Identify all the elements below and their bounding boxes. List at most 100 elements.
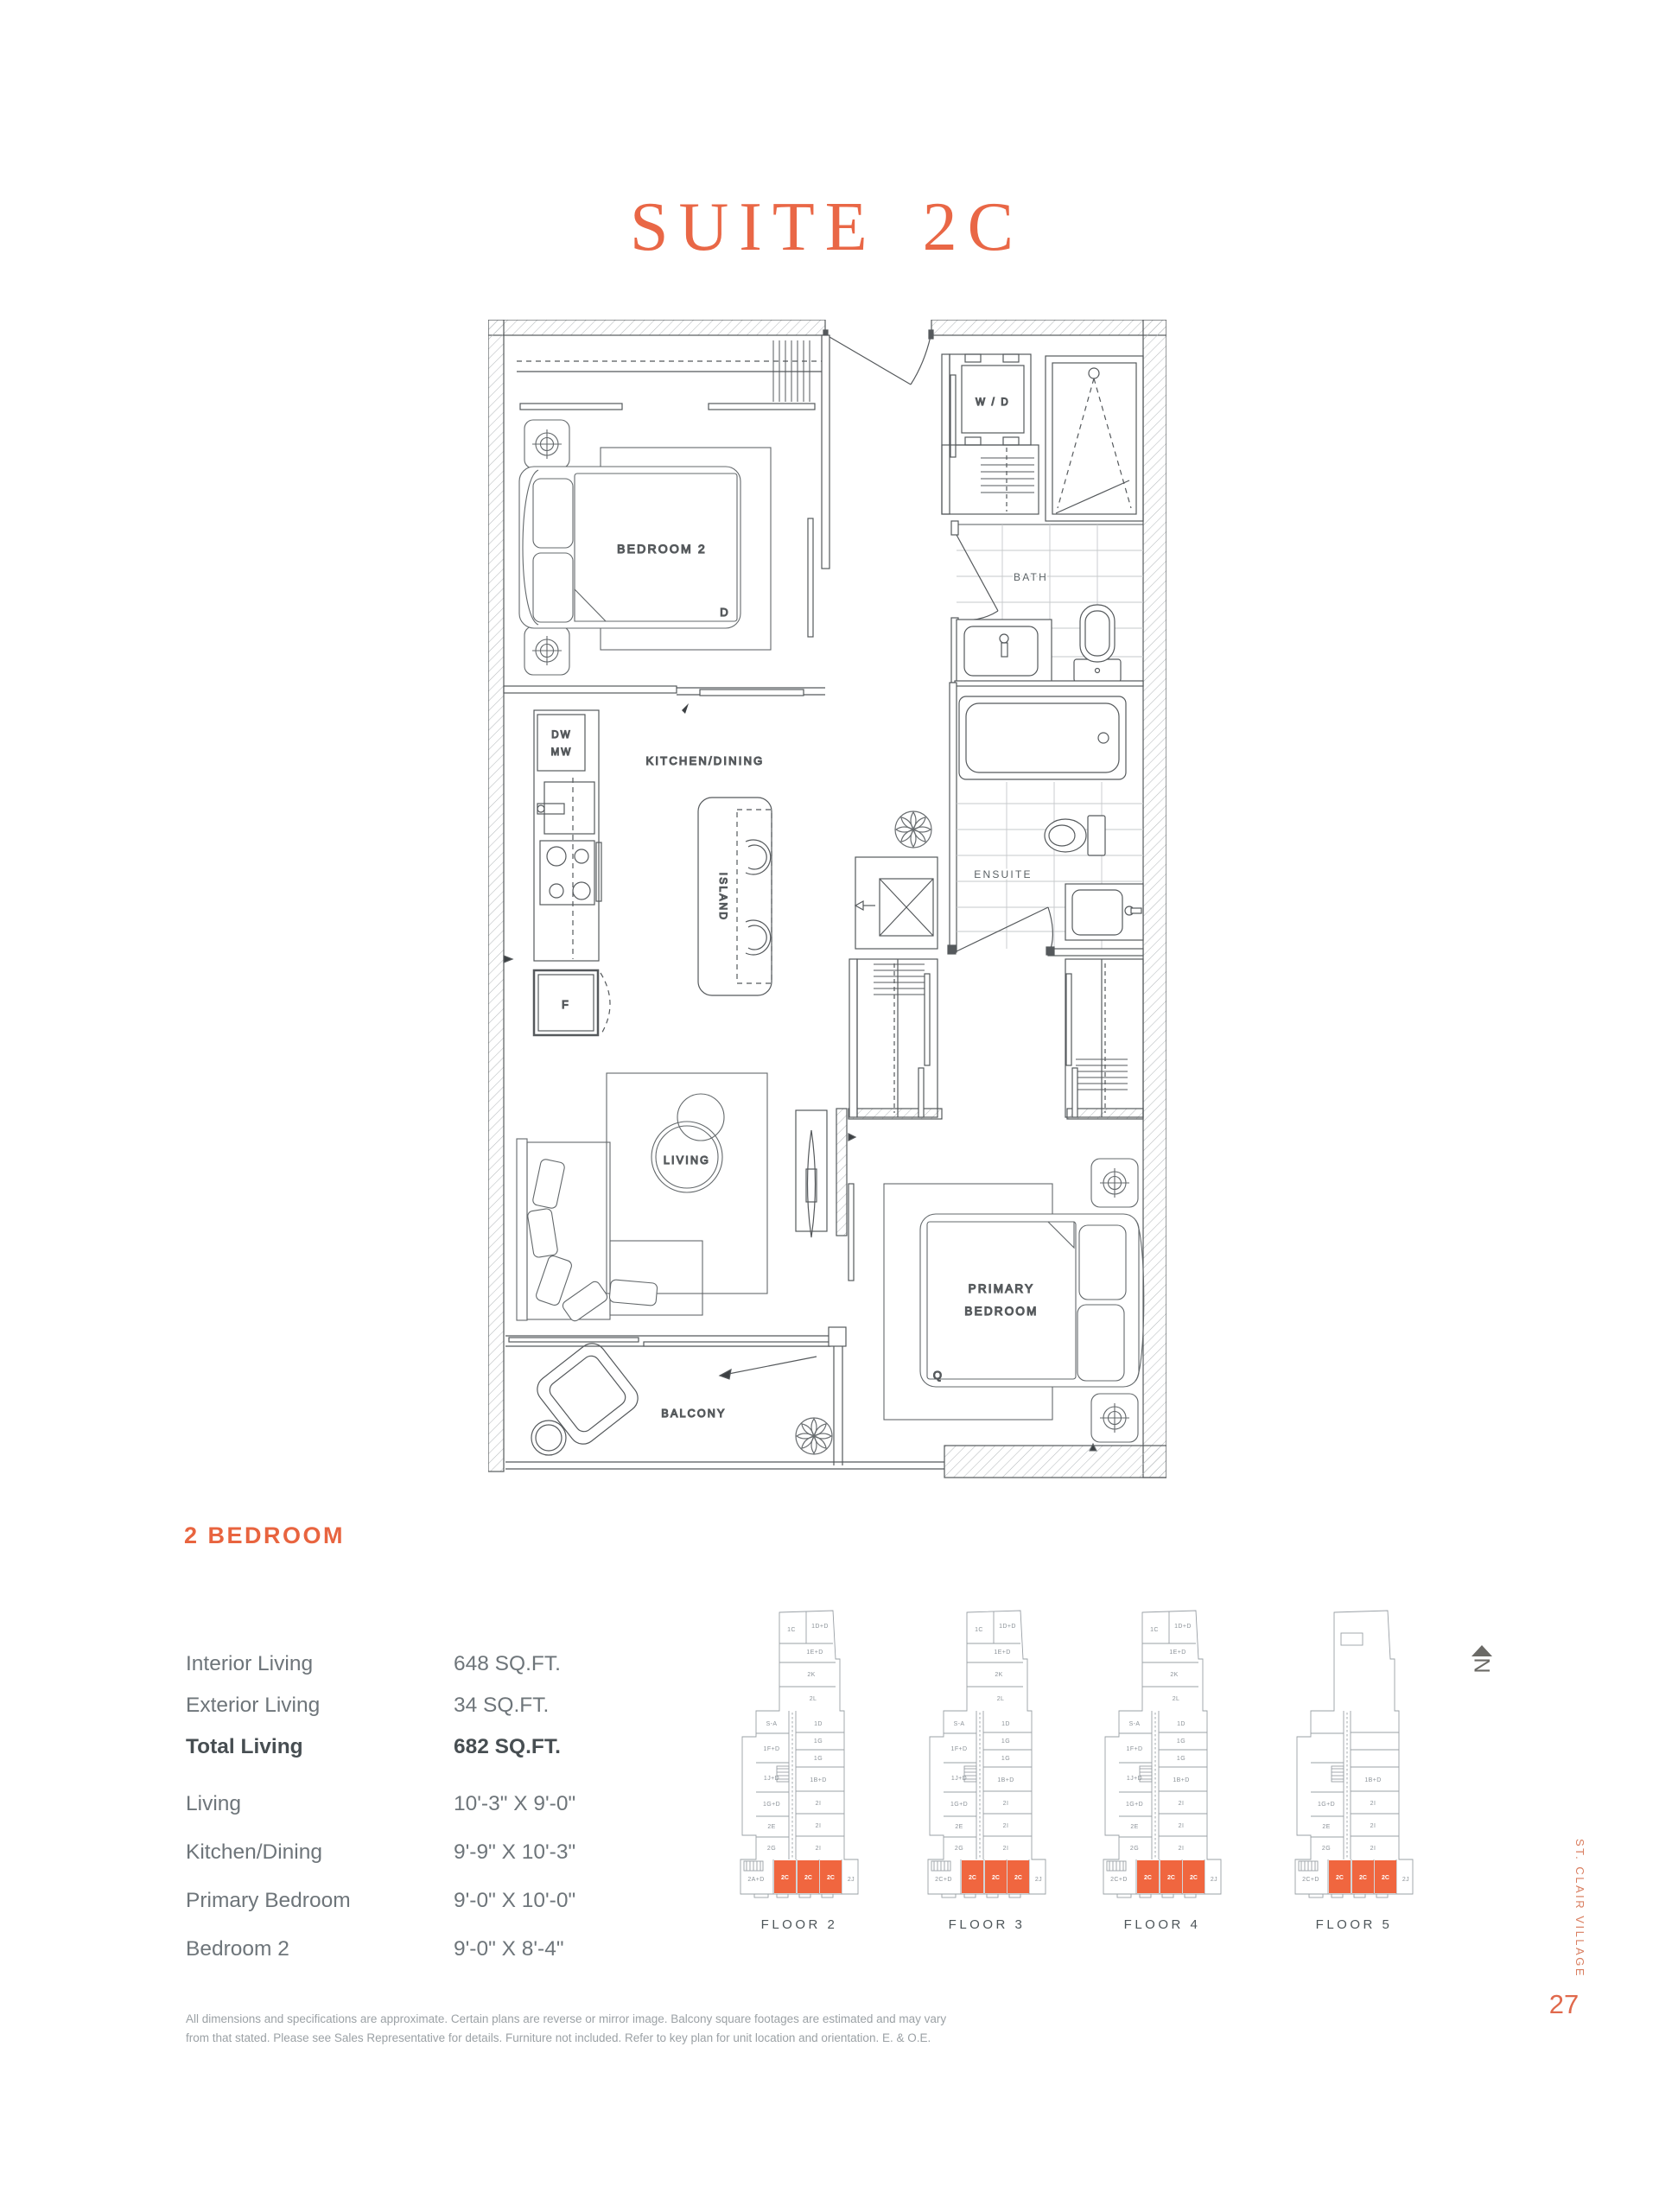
- svg-text:2L: 2L: [1173, 1696, 1180, 1702]
- svg-text:2K: 2K: [807, 1672, 815, 1678]
- mech-closet: [854, 856, 938, 950]
- svg-text:1D+D: 1D+D: [811, 1624, 829, 1630]
- stat-label: Primary Bedroom: [186, 1889, 351, 1912]
- svg-text:2I: 2I: [1179, 1801, 1185, 1807]
- svg-text:1E+D: 1E+D: [1169, 1649, 1185, 1656]
- svg-text:2E: 2E: [1130, 1824, 1138, 1830]
- svg-text:S-A: S-A: [766, 1721, 778, 1727]
- svg-text:2G: 2G: [767, 1846, 776, 1852]
- svg-text:1G+D: 1G+D: [763, 1802, 780, 1808]
- linen-closet: [941, 444, 1039, 515]
- bedroom2-furniture: [518, 419, 772, 676]
- project-name-vertical: ST. CLAIR VILLAGE: [1573, 1839, 1586, 1978]
- stat-value: 9'-9" X 10'-3": [454, 1840, 576, 1864]
- north-letter: N: [1469, 1657, 1494, 1674]
- stat-value: 10'-3" X 9'-0": [454, 1792, 576, 1815]
- stat-value: 648 SQ.FT.: [454, 1652, 561, 1675]
- svg-text:1B+D: 1B+D: [997, 1777, 1014, 1783]
- svg-text:2J: 2J: [1211, 1877, 1217, 1883]
- living-label: LIVING: [664, 1154, 710, 1166]
- svg-text:2C+D: 2C+D: [1302, 1877, 1319, 1883]
- stat-row: Living 10'-3" X 9'-0": [186, 1780, 652, 1828]
- svg-text:1F+D: 1F+D: [764, 1746, 780, 1752]
- svg-text:2C: 2C: [781, 1875, 789, 1881]
- disclaimer-line1: All dimensions and specifications are ap…: [186, 2012, 947, 2025]
- svg-text:1C: 1C: [975, 1627, 983, 1633]
- svg-text:2E: 2E: [1322, 1824, 1330, 1830]
- svg-text:1B+D: 1B+D: [810, 1777, 826, 1783]
- svg-text:S-A: S-A: [954, 1721, 965, 1727]
- fridge-label: F: [562, 999, 570, 1011]
- disclaimer: All dimensions and specifications are ap…: [186, 2010, 1266, 2047]
- ensuite-toilet: [1044, 815, 1106, 856]
- svg-text:1G: 1G: [1177, 1738, 1185, 1745]
- mw-label: MW: [551, 747, 573, 758]
- svg-text:2C: 2C: [804, 1875, 812, 1881]
- bath-ensuite-wall: [954, 680, 1144, 687]
- laundry-closet: [941, 353, 1032, 515]
- bath-vanity: [956, 619, 1052, 683]
- wardrobe-right: [1065, 958, 1144, 1118]
- svg-text:2I: 2I: [1003, 1801, 1009, 1807]
- stat-value: 34 SQ.FT.: [454, 1694, 550, 1717]
- svg-text:2C: 2C: [969, 1875, 976, 1881]
- wardrobe-left: [849, 958, 938, 1118]
- keyplan-floor-label: FLOOR 4: [1123, 1917, 1201, 1932]
- svg-text:1D: 1D: [1001, 1721, 1010, 1727]
- disclaimer-line2: from that stated. Please see Sales Repre…: [186, 2031, 931, 2044]
- svg-text:1D: 1D: [1177, 1721, 1185, 1727]
- svg-text:1C: 1C: [787, 1627, 796, 1633]
- svg-text:1J+D: 1J+D: [951, 1776, 967, 1782]
- svg-text:1F+D: 1F+D: [1127, 1746, 1143, 1752]
- ensuite-tiles: [957, 782, 1143, 949]
- kitchen-label: KITCHEN/DINING: [646, 754, 765, 767]
- stat-label: Kitchen/Dining: [186, 1840, 322, 1864]
- stat-value: 9'-0" X 8'-4": [454, 1937, 564, 1961]
- ensuite-west-wall: [949, 682, 957, 953]
- bath-toilet: [1073, 604, 1122, 683]
- svg-text:2C: 2C: [992, 1875, 1000, 1881]
- svg-text:2C: 2C: [1336, 1875, 1344, 1881]
- stat-row: Kitchen/Dining 9'-9" X 10'-3": [186, 1828, 652, 1877]
- bedroom2-closet: [517, 340, 822, 410]
- svg-text:2J: 2J: [848, 1877, 855, 1883]
- svg-text:2C: 2C: [1190, 1875, 1198, 1881]
- unit-type-label: 2 BEDROOM: [184, 1522, 346, 1548]
- svg-text:2G: 2G: [955, 1846, 963, 1852]
- balcony: [505, 1326, 944, 1470]
- svg-text:2C: 2C: [827, 1875, 835, 1881]
- svg-text:1D: 1D: [814, 1721, 823, 1727]
- primary-label-2: BEDROOM: [964, 1305, 1038, 1318]
- stat-row: Interior Living 648 SQ.FT.: [186, 1643, 652, 1685]
- svg-text:1G: 1G: [814, 1738, 823, 1745]
- svg-text:2I: 2I: [1179, 1846, 1185, 1852]
- svg-text:1E+D: 1E+D: [806, 1649, 823, 1656]
- stat-label: Living: [186, 1792, 242, 1815]
- north-arrow-icon: [1471, 1645, 1492, 1656]
- dw-label: DW: [551, 730, 572, 741]
- ensuite-label: ENSUITE: [974, 868, 1032, 880]
- ensuite-vanity: [1065, 883, 1144, 941]
- svg-text:2I: 2I: [1370, 1801, 1376, 1807]
- bedroom2-walls: [503, 334, 830, 714]
- ensuite-tub: [958, 696, 1127, 780]
- bed-queen-label: Q: [933, 1369, 944, 1382]
- keyplan-floor-label: FLOOR 3: [948, 1917, 1026, 1932]
- svg-text:1G: 1G: [814, 1756, 823, 1762]
- svg-text:2E: 2E: [955, 1824, 963, 1830]
- svg-text:1E+D: 1E+D: [994, 1649, 1010, 1656]
- north-arrow: N: [1469, 1645, 1503, 1681]
- svg-text:1J+D: 1J+D: [1127, 1776, 1142, 1782]
- stat-label: Total Living: [186, 1735, 303, 1758]
- svg-text:2L: 2L: [810, 1696, 817, 1702]
- living-furniture: [516, 1072, 768, 1322]
- keyplan-floor-label: FLOOR 2: [760, 1917, 838, 1932]
- entry-door: [823, 329, 934, 385]
- keyplan-floor-label: FLOOR 5: [1315, 1917, 1393, 1932]
- stat-label: Interior Living: [186, 1652, 314, 1675]
- wd-label: W / D: [976, 397, 1010, 408]
